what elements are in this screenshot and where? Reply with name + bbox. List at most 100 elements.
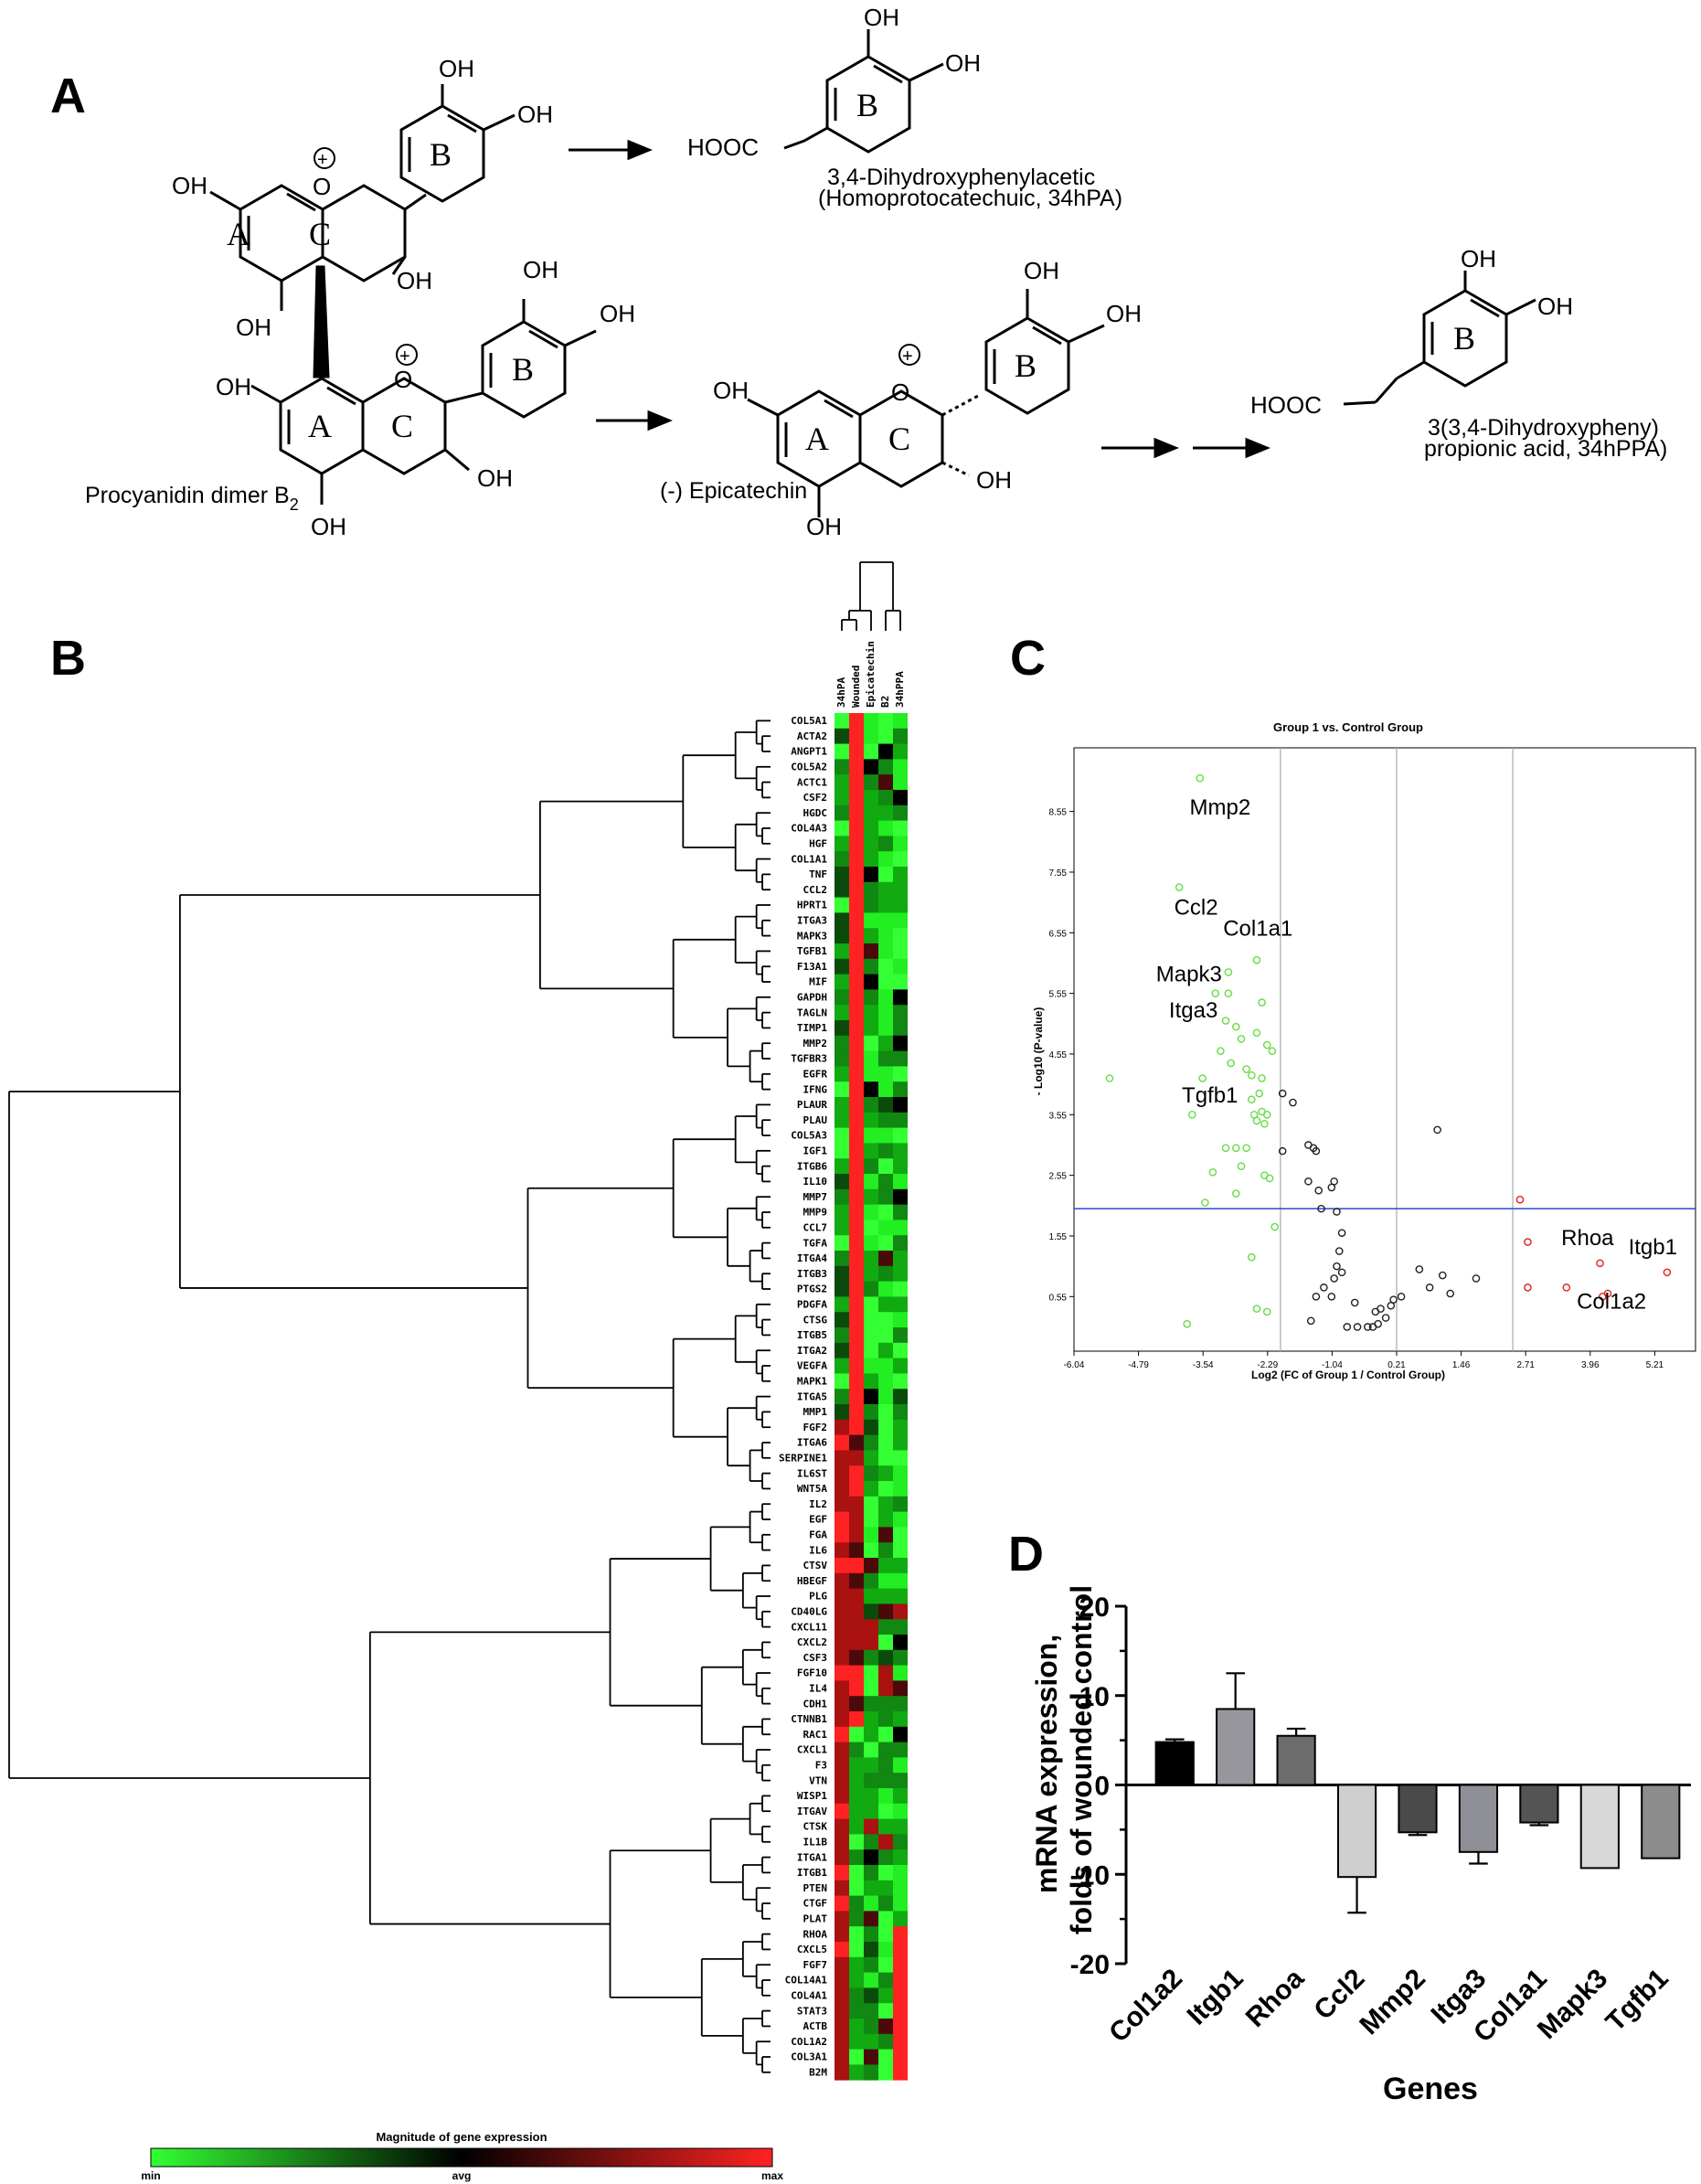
heatmap-cell bbox=[878, 1404, 893, 1421]
heatmap-cell bbox=[893, 851, 908, 868]
heatmap-cell bbox=[835, 1265, 849, 1282]
heatmap-cell bbox=[864, 790, 878, 806]
heatmap-cell bbox=[878, 1020, 893, 1037]
data-point-ns bbox=[1425, 1284, 1434, 1292]
heatmap-cell bbox=[893, 1742, 908, 1758]
data-point-ns bbox=[1350, 1298, 1359, 1307]
heatmap-cell bbox=[878, 1450, 893, 1466]
gene-label: CXCL1 bbox=[797, 1744, 827, 1756]
heatmap-cell bbox=[835, 1649, 849, 1666]
heatmap-cell bbox=[849, 1942, 864, 1958]
color-scale-title: Magnitude of gene expression bbox=[376, 2130, 547, 2144]
heatmap-cell bbox=[878, 1005, 893, 1021]
x-tick-label: 3.96 bbox=[1581, 1360, 1600, 1370]
heatmap-cell bbox=[835, 1066, 849, 1082]
heatmap-cell bbox=[864, 1158, 878, 1175]
heatmap-cell bbox=[893, 1465, 908, 1482]
data-point-ns bbox=[1337, 1229, 1346, 1237]
gene-label: COL5A3 bbox=[791, 1130, 827, 1142]
heatmap-cell bbox=[878, 1097, 893, 1113]
heatmap-cell bbox=[878, 1251, 893, 1267]
data-point-down bbox=[1249, 1111, 1259, 1119]
heatmap-cell bbox=[849, 1972, 864, 1988]
heatmap-cell bbox=[849, 1127, 864, 1144]
ring-letter: A bbox=[308, 408, 332, 444]
heatmap-cell bbox=[864, 1680, 878, 1697]
heatmap-cell bbox=[835, 1235, 849, 1252]
heatmap-cell bbox=[849, 1895, 864, 1912]
heatmap-cell bbox=[864, 1389, 878, 1405]
heatmap-cell bbox=[835, 2003, 849, 2019]
heatmap-cell bbox=[878, 989, 893, 1006]
heatmap-cell bbox=[878, 1635, 893, 1651]
data-point-down bbox=[1211, 989, 1220, 997]
heatmap-cell bbox=[864, 1265, 878, 1282]
gene-label: EGFR bbox=[803, 1068, 828, 1080]
heatmap-cell bbox=[893, 1265, 908, 1282]
data-point-ns bbox=[1306, 1316, 1315, 1326]
charge-sign: + bbox=[902, 346, 913, 367]
heatmap-cell bbox=[835, 1434, 849, 1451]
color-scale-avg: avg bbox=[452, 2169, 472, 2182]
gene-label: CTGF bbox=[803, 1898, 828, 1910]
heatmap-cell bbox=[849, 1527, 864, 1543]
heatmap-cell bbox=[864, 1220, 878, 1236]
gene-label: IFNG bbox=[803, 1083, 828, 1095]
heatmap-cell bbox=[864, 943, 878, 960]
heatmap-cell bbox=[878, 1696, 893, 1712]
heatmap-cell bbox=[835, 1696, 849, 1712]
heatmap-cell bbox=[849, 1265, 864, 1282]
bar bbox=[1579, 1784, 1620, 1870]
compound-name-dimer: Procyanidin dimer B2 bbox=[85, 483, 299, 514]
gene-annotation: Ccl2 bbox=[1175, 895, 1218, 920]
ring-letter: B bbox=[430, 136, 452, 173]
heatmap-cell bbox=[878, 1281, 893, 1297]
column-label: B2 bbox=[879, 696, 891, 708]
heatmap-cell bbox=[835, 2019, 849, 2035]
heatmap-cell bbox=[864, 1174, 878, 1190]
heatmap-cell bbox=[878, 774, 893, 791]
gene-label: CXCL2 bbox=[797, 1636, 827, 1648]
heatmap-cell bbox=[849, 2064, 864, 2081]
heatmap-cell bbox=[864, 1434, 878, 1451]
heatmap-cell bbox=[849, 1665, 864, 1681]
heatmap-cell bbox=[878, 1803, 893, 1819]
heatmap-cell bbox=[878, 1220, 893, 1236]
heatmap-cell bbox=[878, 1158, 893, 1175]
heatmap-cell bbox=[864, 1558, 878, 1574]
heatmap-cell bbox=[849, 1419, 864, 1435]
heatmap-cell bbox=[893, 2033, 908, 2050]
gene-label: F3 bbox=[815, 1759, 827, 1771]
heatmap-cell bbox=[893, 1527, 908, 1543]
gene-label: CTSK bbox=[803, 1821, 828, 1833]
y-tick-label: 3.55 bbox=[1049, 1111, 1068, 1121]
heatmap-gene-labels: COL5A1ACTA2ANGPT1COL5A2ACTC1CSF2HGDCCOL4… bbox=[779, 715, 827, 2078]
heatmap-cell bbox=[835, 1143, 849, 1159]
heatmap-cell bbox=[878, 1265, 893, 1282]
gene-label: FGF2 bbox=[803, 1422, 828, 1433]
gene-label: TAGLN bbox=[797, 1007, 827, 1018]
heatmap-cell bbox=[893, 867, 908, 883]
heatmap-cell bbox=[893, 989, 908, 1006]
heatmap-cell bbox=[893, 1803, 908, 1819]
heatmap-cell bbox=[893, 1404, 908, 1421]
heatmap-cell bbox=[864, 1358, 878, 1374]
heatmap-cell bbox=[849, 820, 864, 836]
oxygen-atom: O bbox=[394, 366, 412, 393]
heatmap-cell bbox=[835, 2064, 849, 2081]
gene-annotation: Rhoa bbox=[1561, 1226, 1614, 1251]
gene-label: ITGA4 bbox=[797, 1252, 827, 1264]
data-point-ns bbox=[1433, 1125, 1441, 1135]
heatmap-cell bbox=[849, 1742, 864, 1758]
heatmap-cell bbox=[849, 1220, 864, 1236]
ring-letter: B bbox=[1453, 320, 1475, 357]
heatmap-cell bbox=[835, 1803, 849, 1819]
gene-label: ACTA2 bbox=[797, 730, 827, 742]
heatmap-cell bbox=[835, 1327, 849, 1344]
heatmap-cell bbox=[893, 1097, 908, 1113]
heatmap-cell bbox=[878, 1373, 893, 1390]
heatmap-cell bbox=[878, 1665, 893, 1681]
gene-label: HGF bbox=[809, 837, 827, 849]
gene-label: RHOA bbox=[803, 1928, 828, 1940]
